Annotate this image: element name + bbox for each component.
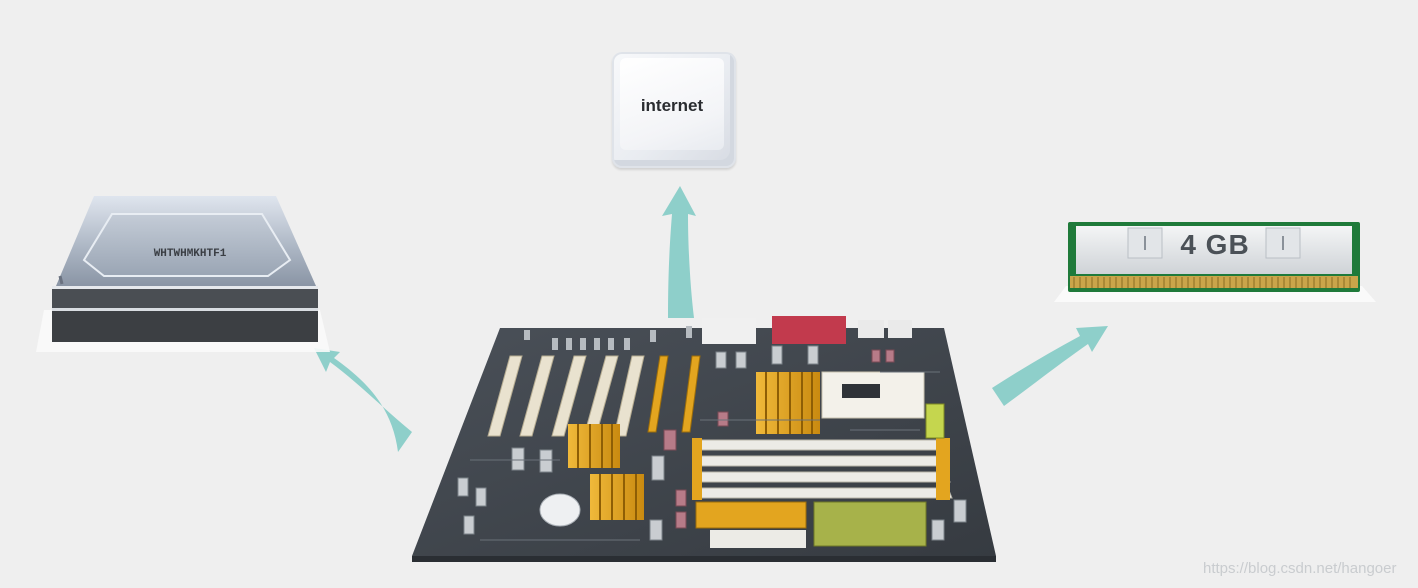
hard-drive-icon xyxy=(36,196,330,352)
motherboard-icon xyxy=(412,316,996,562)
keyboard-key-face: internet xyxy=(620,58,724,150)
keyboard-key-icon: internet xyxy=(612,52,736,168)
arrow-to-hard-drive xyxy=(314,348,412,452)
hard-drive-label: WHTWHMKHTF1 xyxy=(153,248,227,260)
ram-capacity-label: 4 GB xyxy=(1180,229,1250,260)
watermark-text: https://blog.csdn.net/hangoer xyxy=(1203,560,1397,577)
keyboard-key-label: internet xyxy=(640,96,704,115)
arrow-to-ram xyxy=(992,326,1108,406)
arrow-to-internet-key xyxy=(662,186,696,318)
ram-module-icon xyxy=(1054,222,1376,302)
